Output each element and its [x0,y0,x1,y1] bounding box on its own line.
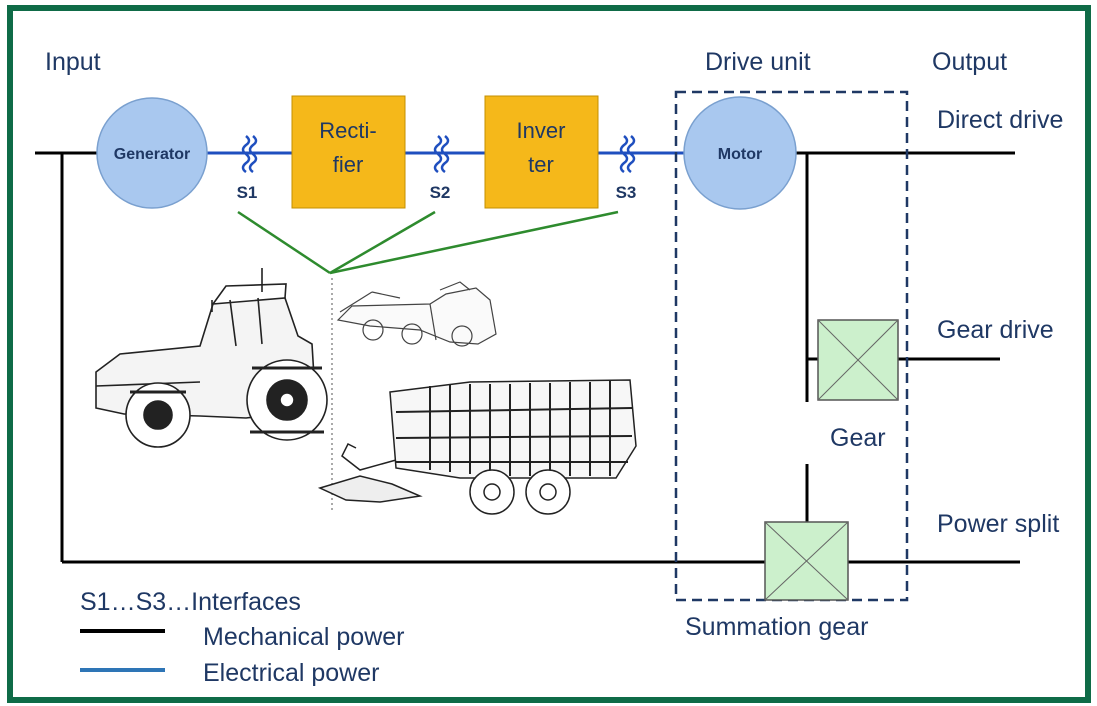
motor-label: Motor [718,146,762,163]
inverter-label-line2: ter [528,152,554,177]
interface-label-s2: S2 [430,183,451,202]
interface-label-s1: S1 [237,183,258,202]
gear-box [817,319,899,401]
direct-drive-label: Direct drive [937,106,1063,134]
gear-gap [803,402,813,464]
interface-squiggles [241,135,636,174]
summation-gear-label: Summation gear [685,613,868,641]
summation-gear-box [764,521,849,601]
drive-unit-label: Drive unit [705,48,811,76]
tractor-illustration [95,268,328,448]
inverter-label-line1: Inver [517,118,566,143]
generator-label: Generator [114,146,190,163]
legend-interfaces: S1…S3…Interfaces [80,588,301,616]
interface-pointers [237,210,619,275]
output-label: Output [932,48,1007,76]
rectifier-label-line1: Recti- [319,118,376,143]
gear-drive-label: Gear drive [937,316,1054,344]
loader-wagon-illustration [317,379,637,515]
legend-electrical-label: Electrical power [203,659,379,687]
power-split-label: Power split [937,510,1059,538]
legend: S1…S3…Interfaces Mechanical power Electr… [80,588,405,687]
motor-node [683,96,797,210]
generator-node [96,97,208,209]
implement-illustration [336,281,497,347]
rectifier-box [291,95,406,209]
input-label: Input [45,48,101,76]
rectifier-label-line2: fier [333,152,364,177]
gear-label: Gear [830,424,886,452]
legend-mechanical-label: Mechanical power [203,623,405,651]
interface-label-s3: S3 [616,183,637,202]
inverter-box [484,95,599,209]
